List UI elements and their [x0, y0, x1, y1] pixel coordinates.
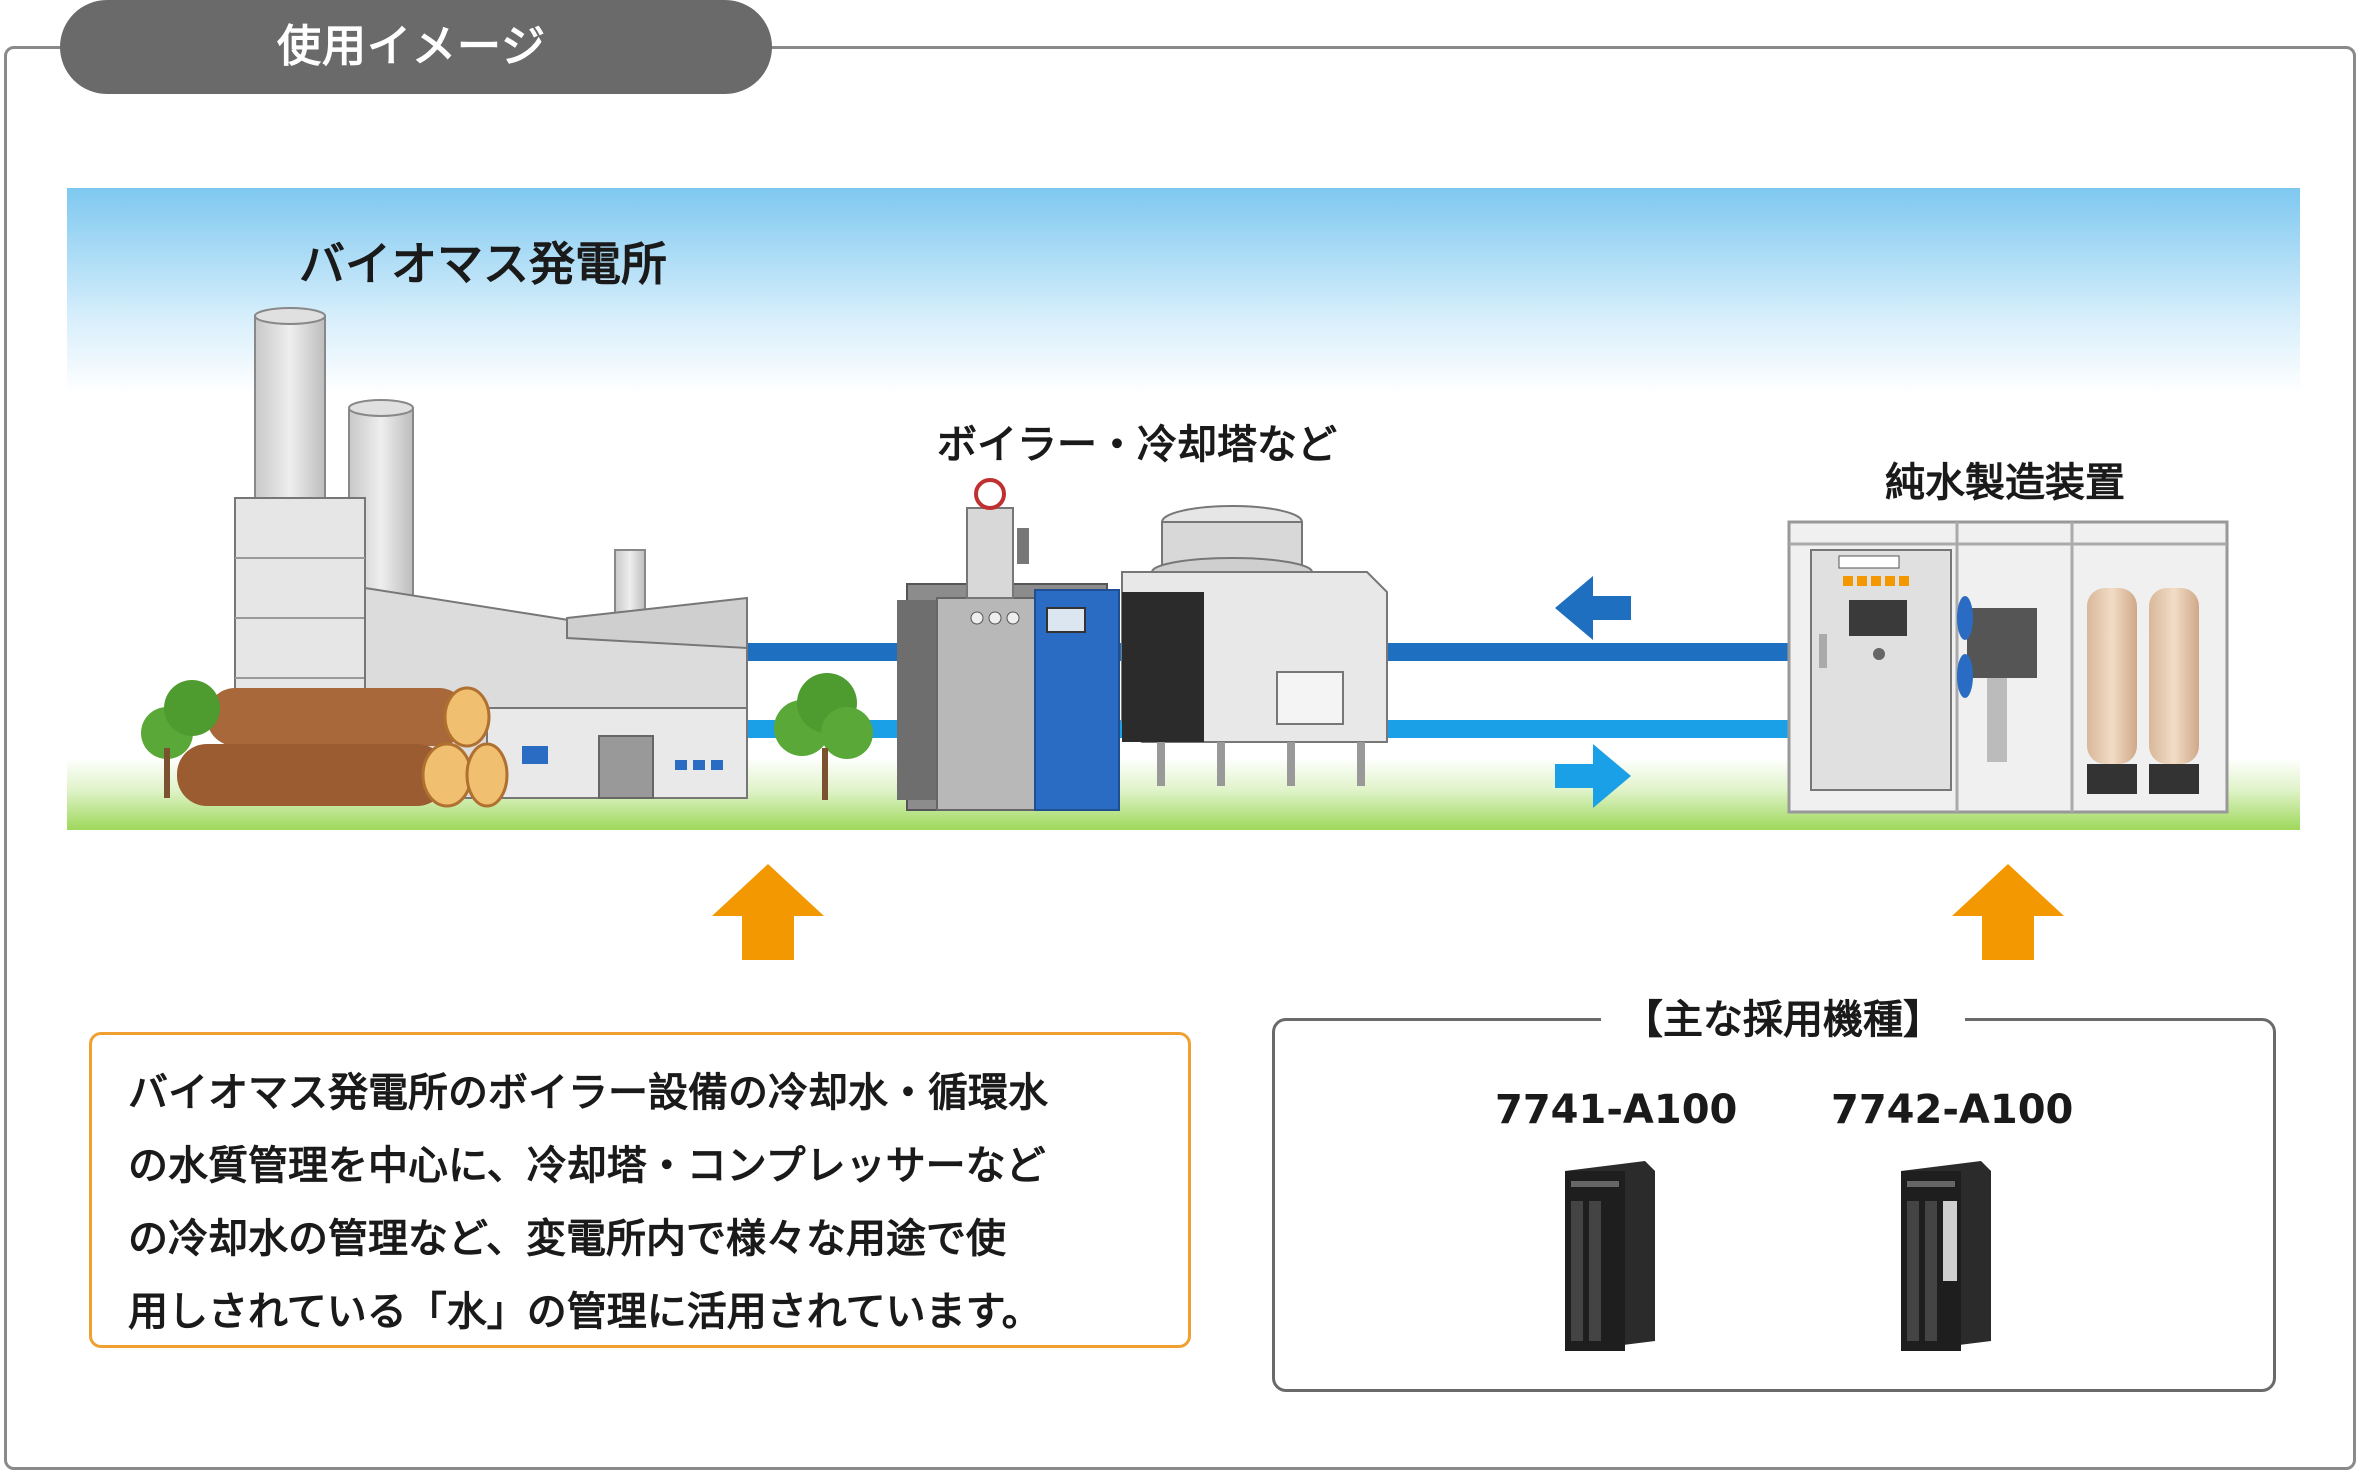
biomass-plant-label: バイオマス発電所 [299, 237, 667, 291]
pure-water-system-illustration [1787, 520, 2229, 814]
usage-image-frame [4, 46, 2356, 1470]
adopted-models-box: 【主な採用機種】 7741-A100 7742-A100 [1272, 995, 2276, 1392]
adopted-models-title: 【主な採用機種】 [1601, 995, 1965, 1045]
section-title: 使用イメージ [60, 0, 772, 94]
biomass-plant-illustration [141, 307, 873, 808]
cooling-tower-illustration [1121, 505, 1388, 786]
model-name-1: 7741-A100 [1495, 1087, 1738, 1133]
scene-svg [67, 188, 2300, 830]
boiler-cooling-tower-label: ボイラー・冷却塔など [937, 422, 1337, 468]
boiler-illustration [897, 478, 1120, 811]
model-device-1-image [1565, 1161, 1655, 1351]
description-box: バイオマス発電所のボイラー設備の冷却水・循環水 の水質管理を中心に、冷却塔・コン… [89, 1032, 1191, 1348]
model-device-2-image [1901, 1161, 1991, 1351]
up-arrow-left [712, 864, 824, 960]
flow-arrow-left [1555, 576, 1631, 640]
description-line: バイオマス発電所のボイラー設備の冷却水・循環水 [128, 1070, 1048, 1116]
description-line: の水質管理を中心に、冷却塔・コンプレッサーなど [128, 1143, 1046, 1189]
usage-illustration: バイオマス発電所 ボイラー・冷却塔など 純水製造装置 [67, 188, 2300, 830]
description-line: の冷却水の管理など、変電所内で様々な用途で使 [128, 1216, 1006, 1262]
description-line: 用しされている「水」の管理に活用されています。 [128, 1289, 1042, 1335]
up-arrow-right [1952, 864, 2064, 960]
pure-water-system-label: 純水製造装置 [1885, 460, 2125, 506]
model-name-2: 7742-A100 [1831, 1087, 2074, 1133]
flow-arrow-right [1555, 744, 1631, 808]
